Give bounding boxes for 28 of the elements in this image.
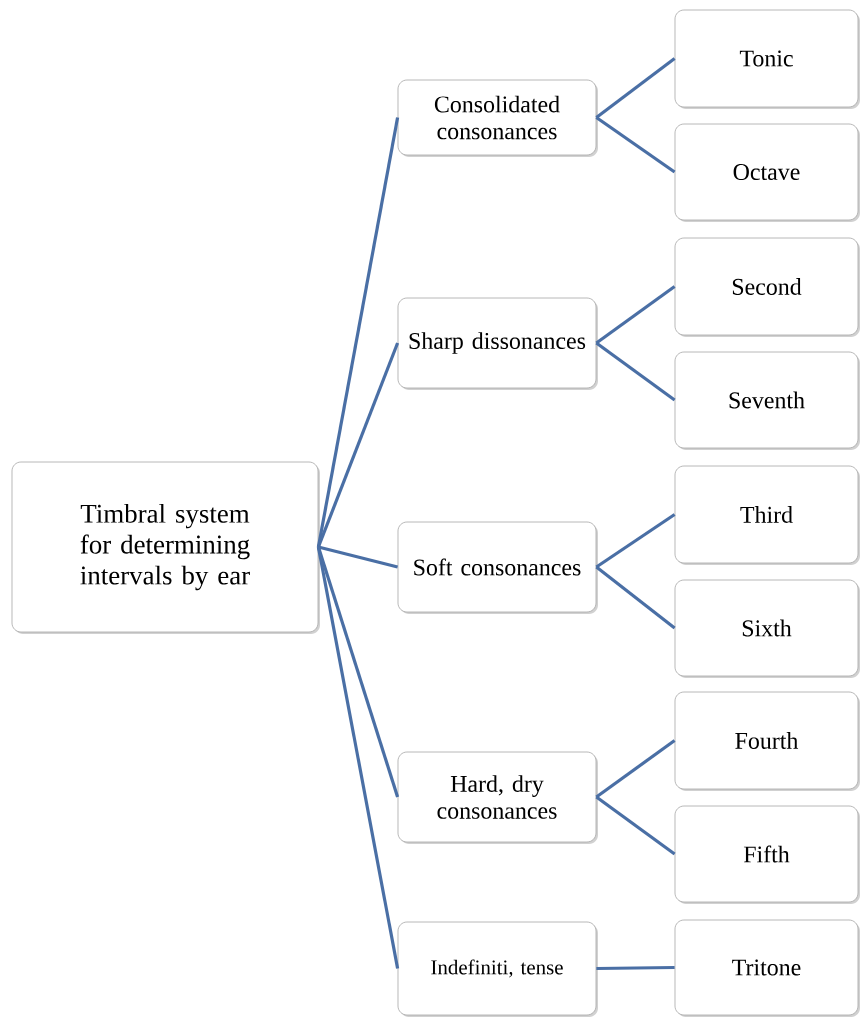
interval-box: Second: [674, 237, 860, 337]
interval-box: Tonic: [674, 9, 860, 109]
interval-box: Fifth: [674, 805, 860, 904]
root-box: Timbral system for determining intervals by ear: [11, 461, 320, 634]
category-box: Indefiniti, tense: [397, 921, 598, 1017]
interval-box: Seventh: [674, 351, 860, 450]
connector-line: [595, 513, 676, 569]
connector-line: [316, 546, 400, 969]
connector-line: [595, 341, 676, 402]
interval-box: Sixth: [674, 579, 860, 678]
category-box: Hard, dry consonances: [397, 751, 598, 844]
connector-line: [595, 739, 676, 799]
interval-box: Tritone: [674, 919, 860, 1017]
category-box: Soft consonances: [397, 521, 598, 614]
connector-line: [316, 117, 400, 548]
interval-box: Third: [674, 465, 860, 565]
interval-box: Fourth: [674, 691, 860, 791]
connector-line: [595, 116, 676, 174]
connector-line: [595, 57, 676, 119]
connector-line: [595, 565, 676, 630]
connector-line: [596, 965, 675, 971]
connector-line: [316, 342, 400, 548]
connector-line: [595, 285, 676, 345]
connector-line: [595, 795, 676, 856]
category-box: Consolidated consonances: [397, 79, 598, 157]
category-box: Sharp dissonances: [397, 297, 598, 390]
interval-box: Octave: [674, 123, 860, 222]
connector-line: [318, 545, 398, 569]
